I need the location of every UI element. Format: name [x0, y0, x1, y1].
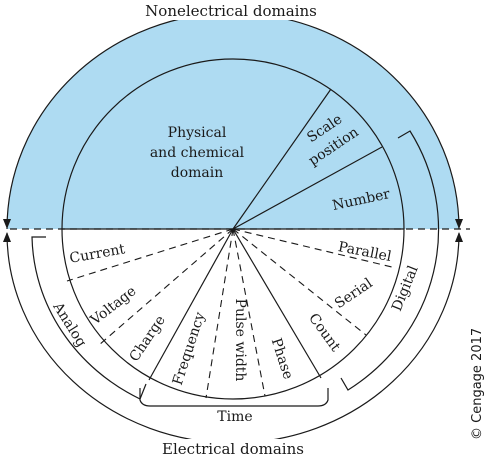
physical-line-3: domain [171, 165, 224, 181]
left-arrowhead-bottom [3, 232, 11, 242]
electrical-domains-label: Electrical domains [162, 440, 304, 457]
nonelectrical-outer-region [7, 13, 459, 229]
copyright-text: © Cengage 2017 [470, 328, 485, 440]
analog-bracket [31, 236, 147, 400]
time-label: Time [217, 409, 252, 425]
electrical-sector-dividers [66, 228, 397, 399]
divider-physical-scale [232, 88, 332, 230]
physical-line-1: Physical [168, 125, 227, 141]
right-arrowhead-bottom [455, 232, 463, 242]
pulse-width-label: Pulse width [232, 299, 248, 382]
left-arrowhead [3, 219, 11, 229]
physical-line-2: and chemical [150, 145, 245, 161]
right-arrowhead [455, 219, 463, 229]
digital-bracket [340, 130, 440, 391]
nonelectrical-domains-label: Nonelectrical domains [145, 2, 317, 20]
electrical-solid-dividers [148, 228, 322, 381]
time-bracket [139, 388, 329, 407]
inner-circle-top-half [61, 58, 405, 230]
inner-circle-bottom-half [61, 228, 405, 400]
top-label-bg [146, 2, 316, 20]
divider-scale-number [232, 146, 383, 230]
bottom-label-bg [160, 439, 308, 457]
